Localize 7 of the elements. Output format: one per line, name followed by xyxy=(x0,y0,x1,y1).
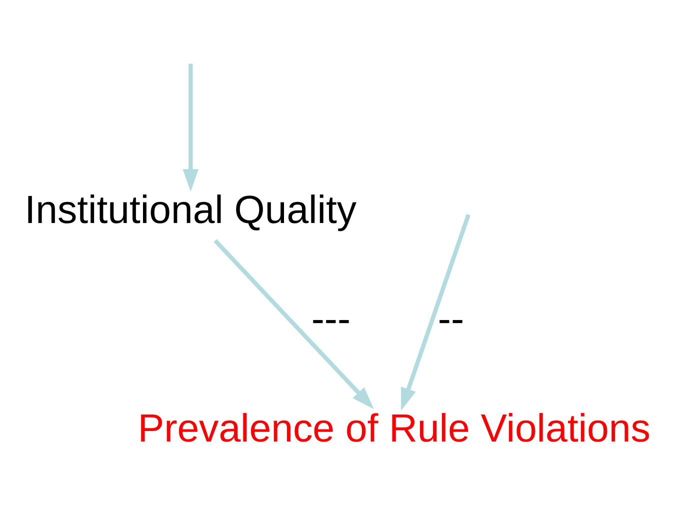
arrow xyxy=(182,63,199,192)
node-text: Prevalence of Rule Violations xyxy=(138,406,650,450)
arrow xyxy=(214,238,374,409)
edge-label: --- xyxy=(311,296,351,341)
arrow xyxy=(400,213,470,410)
edge-label: -- xyxy=(438,296,464,341)
node-text: Institutional Quality xyxy=(24,187,357,232)
